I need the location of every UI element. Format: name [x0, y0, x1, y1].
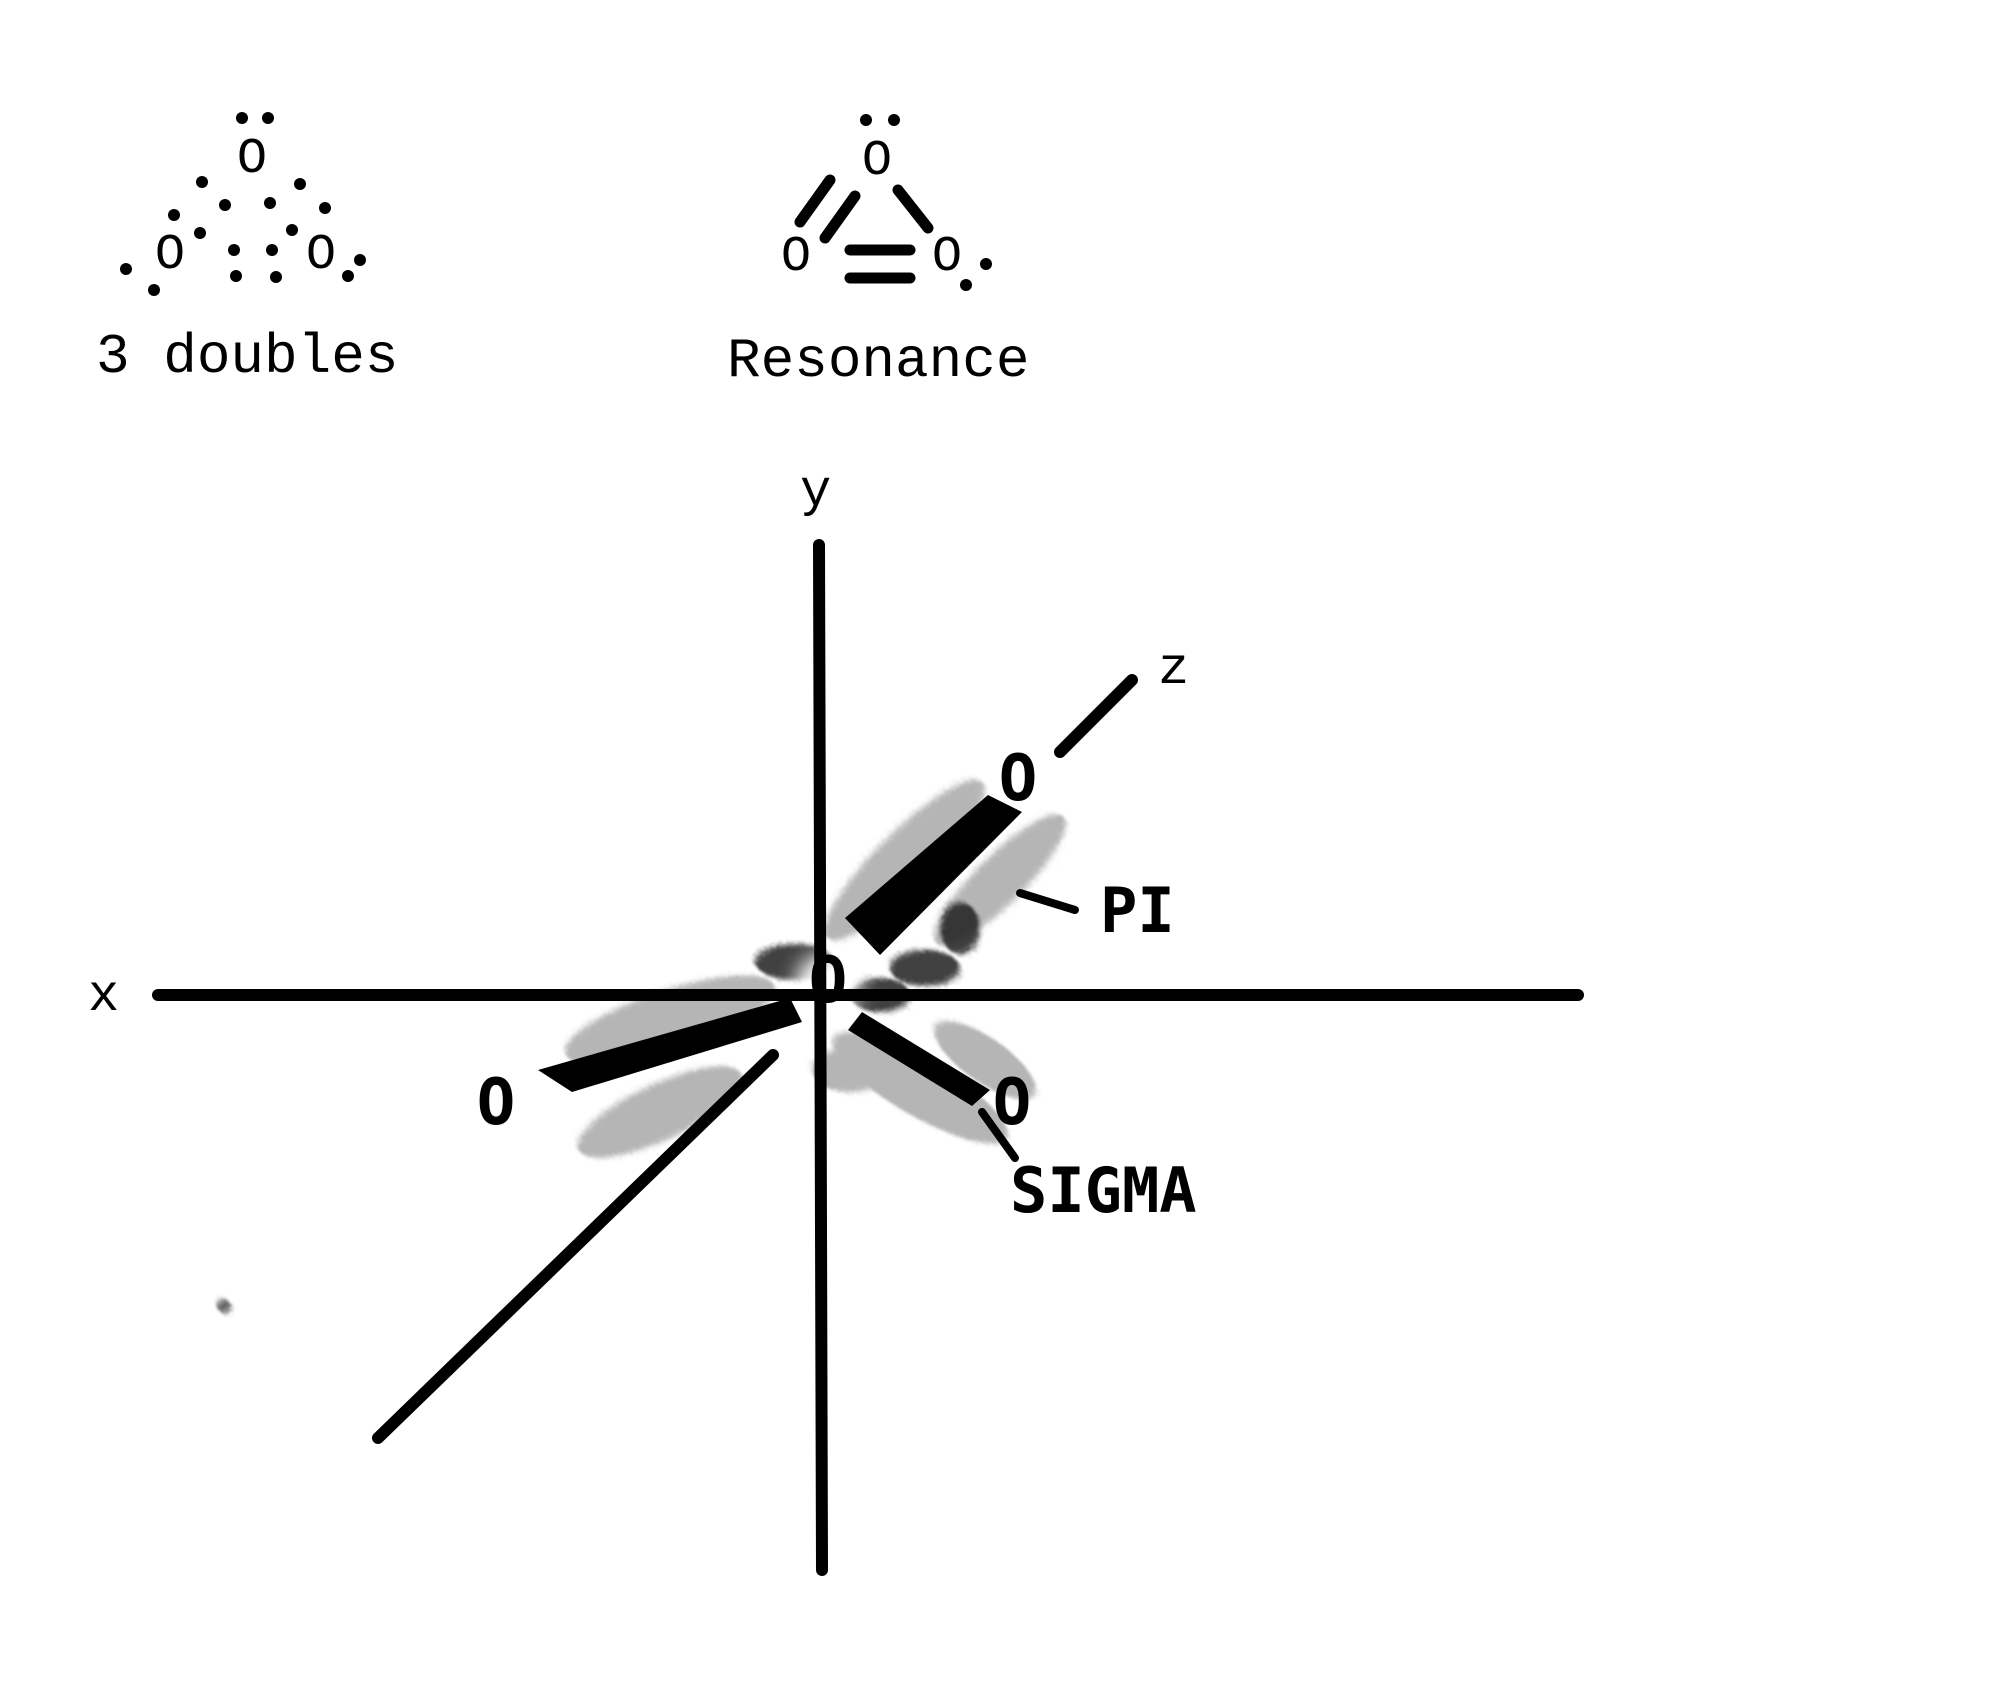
resonance-panel: O O O Resonance	[727, 114, 1029, 393]
upper-right-oxygen-atom: O	[999, 742, 1038, 816]
pi-leader-line	[1016, 889, 1079, 914]
speck	[217, 1299, 231, 1313]
bond-to-upper-right-oxygen	[845, 795, 1022, 955]
y-axis	[813, 539, 828, 1576]
three-doubles-caption: 3 doubles	[96, 325, 398, 389]
z-axis-label: z	[1158, 640, 1189, 699]
resonance-double-bond-left-a	[794, 174, 836, 228]
axes	[152, 539, 1584, 1576]
z-axis-lower	[372, 1049, 779, 1444]
lewis-dots	[120, 112, 366, 296]
y-axis-label: y	[800, 462, 831, 521]
three-doubles-atom-left: O	[155, 227, 185, 284]
bond-to-lower-right-oxygen	[848, 1012, 990, 1106]
sigma-leader-line	[978, 1108, 1019, 1162]
resonance-dots	[860, 114, 992, 291]
leader-lines	[978, 889, 1079, 1162]
resonance-double-bond-left-b	[819, 190, 861, 244]
center-oxygen-atom: O	[809, 944, 848, 1018]
orbital-diagram: x y z O O O O PI SIGMA	[88, 462, 1584, 1576]
three-doubles-atom-right: O	[306, 227, 336, 284]
bond-to-left-oxygen	[538, 998, 802, 1092]
z-axis-upper	[1054, 674, 1138, 758]
three-doubles-panel: O O O 3 doubles	[96, 112, 398, 389]
resonance-atom-left: O	[781, 229, 811, 286]
resonance-single-bond-right	[892, 184, 934, 234]
left-oxygen-atom: O	[477, 1066, 516, 1140]
resonance-caption: Resonance	[727, 329, 1029, 393]
resonance-bonds	[794, 174, 934, 284]
pi-label: PI	[1100, 874, 1175, 947]
resonance-atom-top: O	[862, 133, 892, 190]
resonance-atom-right: O	[932, 229, 962, 286]
sigma-label: SIGMA	[1010, 1154, 1197, 1227]
lower-right-oxygen-atom: O	[993, 1066, 1032, 1140]
x-axis-label: x	[88, 967, 119, 1026]
three-doubles-atom-top: O	[237, 131, 267, 188]
sigma-bonds	[538, 795, 1022, 1106]
